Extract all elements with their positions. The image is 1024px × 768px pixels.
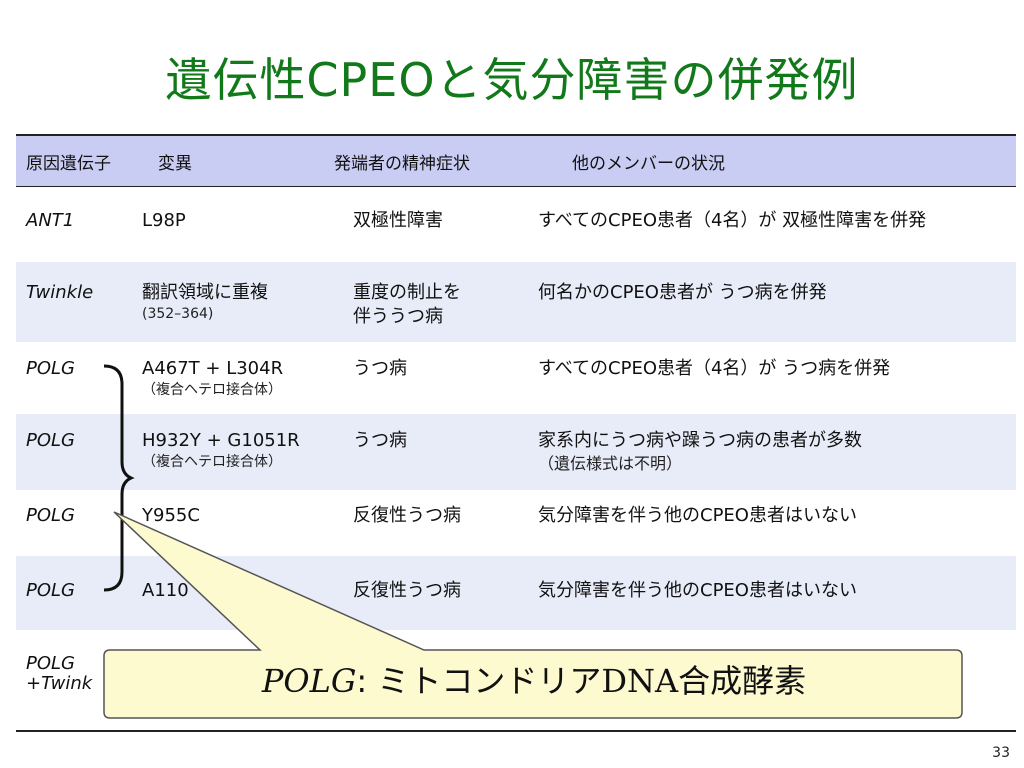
others-cell: 気分障害を伴う他のCPEO患者はいない [538, 580, 857, 601]
variant-cell: Y955C [142, 505, 200, 526]
table-header: 原因遺伝子 変異 発端者の精神症状 他のメンバーの状況 [16, 136, 1016, 186]
gene-sub: +Twink [26, 673, 93, 694]
symptom-sub: 伴ううつ病 [353, 306, 443, 327]
table-row: POLG H932Y + G1051R （複合ヘテロ接合体） うつ病 家系内にう… [16, 414, 1016, 490]
symptom-main: 重度の制止を [353, 282, 461, 303]
variant-sub: (352–364) [142, 306, 214, 322]
header-rule [16, 186, 1016, 187]
header-gene: 原因遺伝子 [26, 154, 111, 174]
header-variant: 変異 [158, 154, 192, 174]
others-cell: 気分障害を伴う他のCPEO患者はいない [538, 505, 857, 526]
others-cell: すべてのCPEO患者（4名）が 双極性障害を併発 [538, 210, 927, 231]
gene-cell: POLG [26, 358, 75, 379]
variant-main: 翻訳領域に重複 [142, 282, 268, 303]
variant-cell: A110 [142, 580, 189, 601]
gene-cell: ANT1 [26, 210, 75, 231]
variant-main: H932Y + G1051R [142, 430, 300, 451]
header-symptom: 発端者の精神症状 [334, 154, 470, 174]
variant-sub: （複合ヘテロ接合体） [142, 454, 282, 470]
variant-cell: L98P [142, 210, 186, 231]
gene-main: POLG [26, 653, 75, 674]
table-top-rule [16, 134, 1016, 136]
variant-cell: A467T + L304R （複合ヘテロ接合体） [142, 357, 283, 399]
symptom-cell: 反復性うつ病 [353, 580, 461, 601]
table-row: POLG A110 反復性うつ病 気分障害を伴う他のCPEO患者はいない [16, 556, 1016, 630]
table-row: POLG A467T + L304R （複合ヘテロ接合体） うつ病 すべてのCP… [16, 342, 1016, 414]
others-cell: 何名かのCPEO患者が うつ病を併発 [538, 282, 827, 303]
others-sub: （遺伝様式は不明） [538, 454, 683, 473]
callout-text-a: ミトコンドリア [367, 662, 602, 700]
callout-dna: DNA [601, 662, 679, 700]
gene-cell: POLG [26, 505, 75, 526]
header-others: 他のメンバーの状況 [572, 154, 725, 174]
page-number: 33 [992, 745, 1010, 761]
callout-gene: POLG [261, 662, 357, 700]
symptom-cell: うつ病 [353, 430, 407, 451]
symptom-cell: 重度の制止を 伴ううつ病 [353, 281, 461, 329]
symptom-cell: 反復性うつ病 [353, 505, 461, 526]
table-row: POLG +Twink [16, 630, 1016, 730]
variant-main: A467T + L304R [142, 358, 284, 379]
callout-colon: : [356, 662, 368, 700]
gene-cell: POLG [26, 430, 75, 451]
symptom-cell: うつ病 [353, 358, 407, 379]
callout-text: POLG: ミトコンドリアDNA合成酵素 [104, 644, 964, 718]
variant-sub: （複合ヘテロ接合体） [142, 382, 282, 398]
gene-cell: POLG +Twink [26, 654, 92, 694]
table-row: ANT1 L98P 双極性障害 すべてのCPEO患者（4名）が 双極性障害を併発 [16, 187, 1016, 262]
table-row: Twinkle 翻訳領域に重複 (352–364) 重度の制止を 伴ううつ病 何… [16, 262, 1016, 342]
callout-text-b: 合成酵素 [678, 662, 807, 700]
others-main: 家系内にうつ病や躁うつ病の患者が多数 [538, 430, 862, 451]
gene-cell: Twinkle [26, 282, 94, 303]
table-bottom-rule [16, 730, 1016, 732]
others-cell: 家系内にうつ病や躁うつ病の患者が多数 （遺伝様式は不明） [538, 429, 862, 475]
table-row: POLG Y955C 反復性うつ病 気分障害を伴う他のCPEO患者はいない [16, 490, 1016, 556]
variant-cell: H932Y + G1051R （複合ヘテロ接合体） [142, 429, 300, 471]
variant-cell: 翻訳領域に重複 (352–364) [142, 281, 268, 323]
gene-cell: POLG [26, 580, 75, 601]
slide-title: 遺伝性CPEOと気分障害の併発例 [165, 53, 859, 107]
others-cell: すべてのCPEO患者（4名）が うつ病を併発 [538, 358, 891, 379]
symptom-cell: 双極性障害 [353, 210, 443, 231]
